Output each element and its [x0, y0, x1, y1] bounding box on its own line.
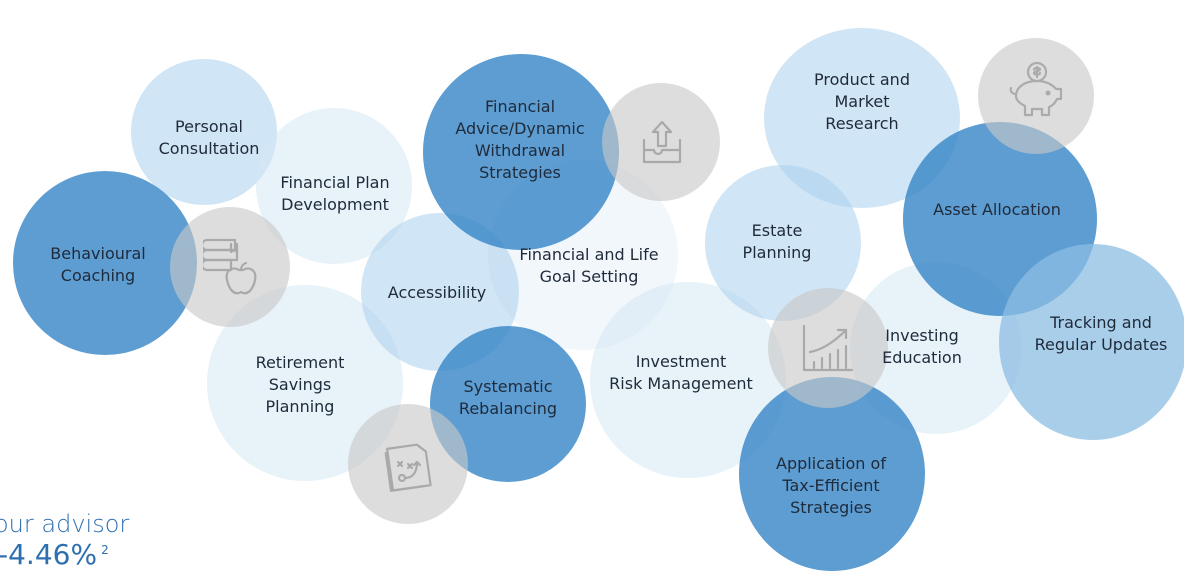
circle-piggy-icon [978, 38, 1094, 154]
books-apple-icon [203, 234, 259, 300]
circle-tracking-updates [999, 244, 1184, 440]
footer-footnote-marker: 2 [101, 542, 109, 557]
circle-behavioural-coaching [13, 171, 197, 355]
label-accessibility: Accessibility [387, 283, 487, 302]
strategy-plan-icon [382, 438, 436, 494]
label-asset-allocation: Asset Allocation [933, 200, 1061, 219]
circle-chart-icon [768, 288, 888, 408]
circle-personal-consultation [131, 59, 277, 205]
upload-tray-icon [638, 118, 686, 170]
circle-financial-advice [423, 54, 619, 250]
bar-chart-growth-icon [800, 322, 856, 374]
footer-percentage-value: -4.46% [0, 538, 98, 571]
footer-advisor-text: our advisor [0, 510, 130, 538]
piggy-bank-icon [1006, 60, 1068, 124]
circle-upload-icon [602, 83, 720, 201]
circle-tax-efficient [739, 377, 925, 571]
footer-percentage: -4.46%2 [0, 538, 109, 571]
